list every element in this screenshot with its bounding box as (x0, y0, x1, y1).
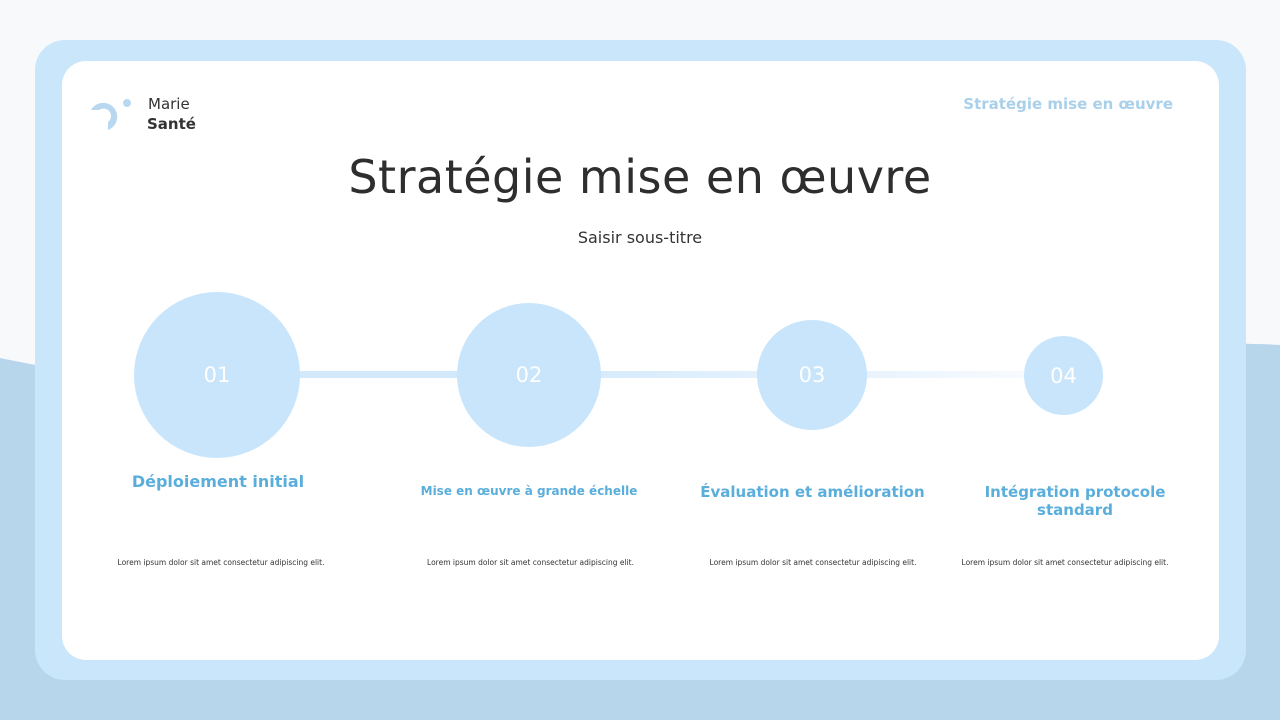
slide-title: Stratégie mise en œuvre (348, 150, 932, 204)
step-description-2: Lorem ipsum dolor sit amet consectetur a… (427, 558, 634, 567)
step-title-2: Mise en œuvre à grande échelle (420, 484, 638, 498)
step-number: 03 (798, 363, 826, 387)
timeline-connector (595, 371, 765, 378)
step-description-3: Lorem ipsum dolor sit amet consectetur a… (709, 558, 917, 567)
timeline-connector (295, 371, 463, 378)
step-title-1: Déploiement initial (131, 472, 305, 491)
brand-name: Marie (148, 95, 190, 113)
step-title-3: Évaluation et amélioration (700, 483, 925, 501)
header-section-label: Stratégie mise en œuvre (963, 95, 1173, 113)
step-circle-4: 04 (1024, 336, 1103, 415)
brand-logo-icon (91, 99, 131, 130)
step-circle-2: 02 (457, 303, 601, 447)
brand-name-bold: Santé (147, 115, 196, 133)
slide-subtitle: Saisir sous-titre (577, 228, 703, 247)
step-number: 04 (1050, 363, 1077, 388)
step-title-4: Intégration protocole standard (984, 483, 1166, 519)
step-description-4: Lorem ipsum dolor sit amet consectetur a… (961, 558, 1169, 567)
step-description-1: Lorem ipsum dolor sit amet consectetur a… (117, 558, 325, 567)
step-circle-3: 03 (757, 320, 867, 430)
timeline-connector (862, 371, 1032, 378)
step-number: 02 (515, 363, 543, 387)
step-number: 01 (203, 363, 231, 387)
step-circle-1: 01 (134, 292, 300, 458)
